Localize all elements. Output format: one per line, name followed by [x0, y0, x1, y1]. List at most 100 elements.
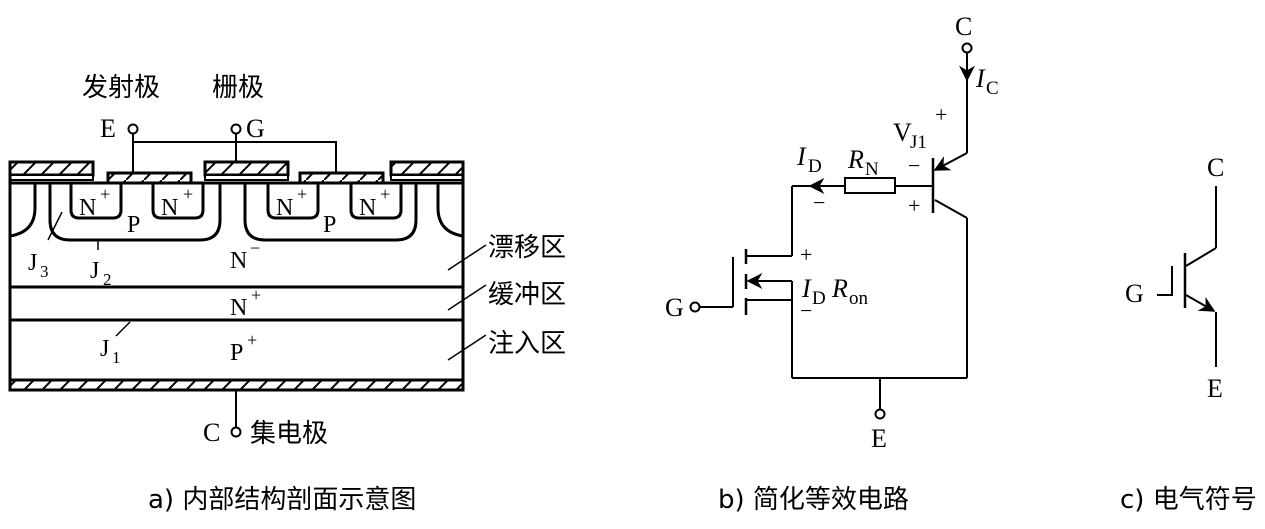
caption-b: b) 简化等效电路: [718, 485, 909, 515]
svg-text:J: J: [90, 258, 99, 284]
n-plus-label: N +: [79, 184, 110, 221]
vj1-label: V J1: [893, 118, 927, 153]
vj1-plus: +: [935, 102, 947, 127]
svg-text:P: P: [230, 340, 243, 366]
collector-terminal: [230, 426, 242, 438]
gate-terminal: [689, 301, 701, 313]
collector-terminal: [961, 42, 973, 54]
svg-text:C: C: [986, 78, 999, 99]
svg-text:I: I: [801, 274, 812, 303]
caption-a: a) 内部结构剖面示意图: [148, 485, 416, 515]
substrate-outline: [8, 162, 465, 390]
left-gate-pad: [8, 160, 95, 177]
svg-text:I: I: [975, 64, 986, 93]
svg-text:N: N: [230, 295, 247, 321]
n-plus-well: [266, 183, 320, 220]
n-plus-well: [69, 183, 123, 220]
svg-text:+: +: [247, 330, 257, 350]
collector-metal: [8, 378, 465, 392]
drift-region-label: 漂移区: [488, 233, 566, 263]
svg-text:+: +: [297, 184, 307, 204]
svg-text:I: I: [796, 142, 807, 171]
svg-text:R: R: [831, 274, 848, 303]
collector-lead: [1185, 247, 1217, 267]
collector-label-cn: 集电极: [250, 419, 328, 449]
idron-label: I D R on: [801, 274, 869, 309]
terminal-g-label: G: [665, 293, 684, 322]
n-minus-label: N −: [230, 238, 260, 274]
terminal-e-label: E: [871, 424, 887, 453]
panel-a-cross-section: 发射极 栅极 E G N +: [8, 73, 566, 515]
svg-text:+: +: [251, 285, 261, 305]
transistor-collector: [934, 199, 968, 219]
svg-text:D: D: [812, 288, 826, 309]
rn-minus: −: [813, 190, 825, 215]
svg-text:J: J: [100, 336, 109, 362]
terminal-g-label: G: [246, 114, 265, 143]
emitter-arrow: [1185, 294, 1216, 312]
terminal-c-label: C: [955, 12, 972, 41]
emitter-terminal: [874, 408, 886, 420]
svg-text:N: N: [359, 195, 376, 221]
j3-label: J 3: [28, 250, 49, 281]
svg-text:N: N: [865, 159, 879, 180]
buffer-region-label: 缓冲区: [488, 280, 566, 310]
p-plus-label: P +: [230, 330, 257, 366]
svg-text:+: +: [100, 184, 110, 204]
vj1-minus: −: [908, 153, 920, 178]
svg-text:J: J: [28, 250, 37, 276]
svg-text:R: R: [847, 145, 864, 174]
ic-label: I C: [975, 64, 999, 99]
idron-plus: +: [800, 242, 812, 267]
panel-c-igbt-symbol: C G E c) 电气符号: [1120, 153, 1257, 515]
svg-text:on: on: [849, 288, 869, 309]
base-plus: +: [908, 193, 920, 218]
p-well-edge-left: [9, 183, 37, 238]
svg-text:N: N: [79, 195, 96, 221]
terminal-g-label: G: [1125, 279, 1144, 308]
p-well-right: [243, 183, 418, 242]
n-plus-well: [349, 183, 403, 220]
n-plus-buffer-label: N +: [230, 285, 261, 321]
svg-text:+: +: [183, 184, 193, 204]
terminal-e-label: E: [100, 114, 116, 143]
gate-lead: [1157, 266, 1173, 296]
n-plus-label: N +: [161, 184, 193, 221]
p-well-edge-right: [436, 183, 464, 238]
caption-c: c) 电气符号: [1120, 485, 1257, 515]
n-plus-label: N +: [359, 184, 390, 221]
terminal-c-label: C: [1207, 153, 1224, 182]
center-gate-pad: [203, 160, 290, 177]
svg-text:V: V: [893, 118, 912, 147]
rn-label: R N: [847, 145, 879, 180]
svg-text:−: −: [250, 238, 260, 258]
transistor-emitter: [933, 152, 968, 171]
emitter-wire: [132, 134, 337, 173]
panel-b-equivalent-circuit: C I C V J1 + − + R N I D: [665, 12, 999, 515]
terminal-e-label: E: [1207, 374, 1223, 403]
svg-text:D: D: [808, 156, 822, 177]
j1-label: J 1: [100, 336, 121, 367]
svg-text:N: N: [276, 195, 293, 221]
injection-region-label: 注入区: [488, 329, 566, 359]
svg-text:N: N: [230, 248, 247, 274]
emitter-label-cn: 发射极: [82, 73, 160, 103]
right-gate-pad: [389, 160, 465, 177]
svg-text:+: +: [380, 184, 390, 204]
svg-text:2: 2: [103, 270, 112, 289]
id-label: I D: [796, 142, 822, 177]
p-label: P: [127, 212, 140, 238]
p-label: P: [323, 212, 336, 238]
n-plus-well: [151, 183, 205, 220]
n-plus-label: N +: [276, 184, 307, 221]
svg-text:J1: J1: [910, 132, 927, 153]
svg-text:1: 1: [112, 348, 121, 367]
idron-minus: −: [800, 298, 812, 323]
svg-text:3: 3: [40, 262, 49, 281]
j2-label: J 2: [90, 258, 112, 289]
gate-label-cn: 栅极: [212, 73, 264, 103]
gate-terminal: [230, 123, 242, 135]
emitter-terminal: [127, 123, 139, 135]
svg-text:N: N: [161, 195, 178, 221]
